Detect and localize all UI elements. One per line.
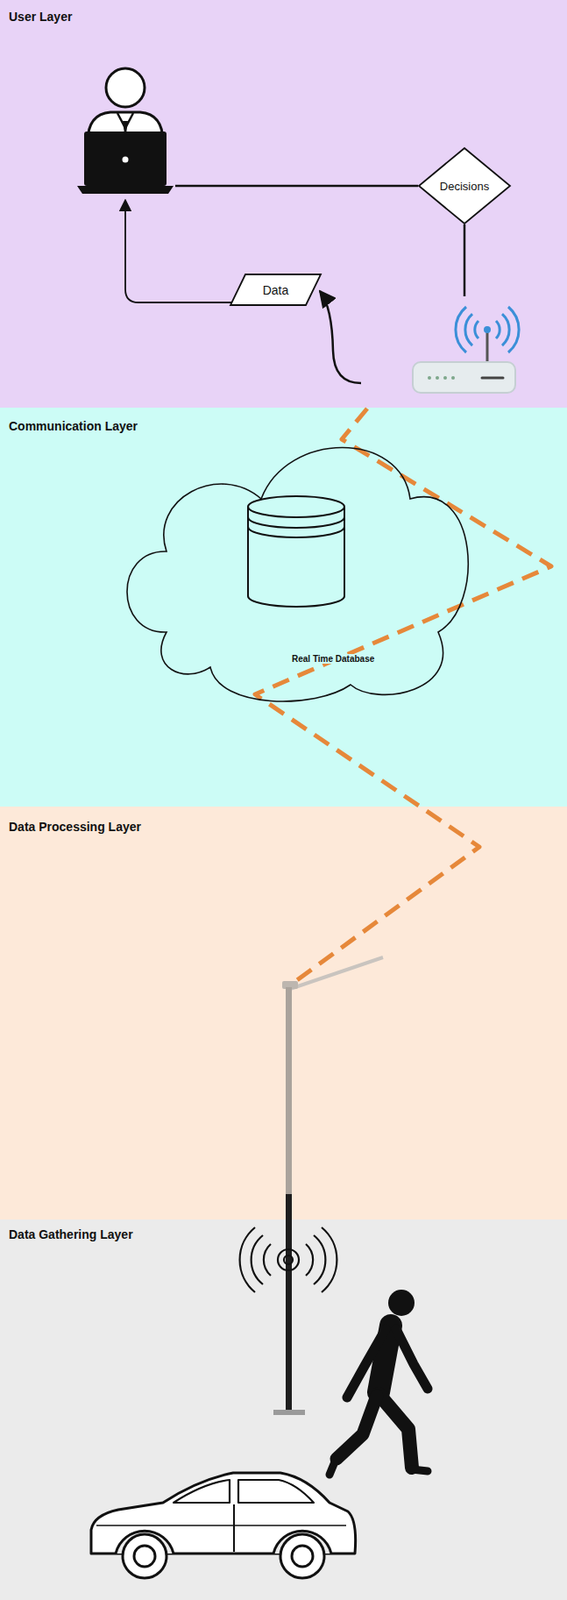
- node-label: Data: [262, 283, 290, 298]
- wireless-link: [255, 408, 552, 985]
- node-label: Decisions: [439, 179, 490, 193]
- text-holder: Data Gathering Layer: [8, 1226, 134, 1242]
- cloud-database: Real Time Database: [112, 428, 485, 699]
- database-icon: [248, 496, 345, 607]
- text-holder: User Layer: [8, 8, 72, 25]
- data-parallelogram: Data: [229, 273, 322, 306]
- layer-title: Communication Layer: [8, 418, 138, 433]
- layer-band: Communication LayerReal Time Database: [0, 407, 567, 807]
- text-holder: Real Time Database: [290, 649, 376, 666]
- band-ground: [0, 407, 567, 807]
- layer-band: Data Gathering Layer: [0, 1219, 567, 1600]
- band-ground: [0, 806, 567, 1220]
- text-holder: Communication Layer: [8, 418, 138, 434]
- router-icon: [412, 306, 519, 393]
- connector-line: [175, 184, 419, 188]
- layer-title: Data Gathering Layer: [8, 1226, 134, 1241]
- street-lamp: [273, 956, 383, 1415]
- band-ground: [0, 1219, 567, 1600]
- decision-diamond: Decisions: [418, 147, 511, 225]
- layer-title: User Layer: [8, 9, 72, 24]
- text-holder: Data Processing Layer: [8, 818, 142, 835]
- sensor-symbol: [240, 1226, 338, 1292]
- connector-line: [463, 224, 467, 297]
- band-ground: [0, 0, 567, 408]
- car: [91, 1472, 356, 1578]
- data-arrow: [125, 199, 235, 303]
- node-label: Real Time Database: [290, 653, 376, 664]
- layer-band: Data Processing Layer: [0, 806, 567, 1220]
- pedestrian: [329, 1289, 428, 1475]
- layer-band: User LayerDecisionsData: [0, 0, 567, 408]
- data-arrow: [319, 290, 362, 383]
- layer-title: Data Processing Layer: [8, 819, 142, 834]
- user-icon: [77, 68, 174, 194]
